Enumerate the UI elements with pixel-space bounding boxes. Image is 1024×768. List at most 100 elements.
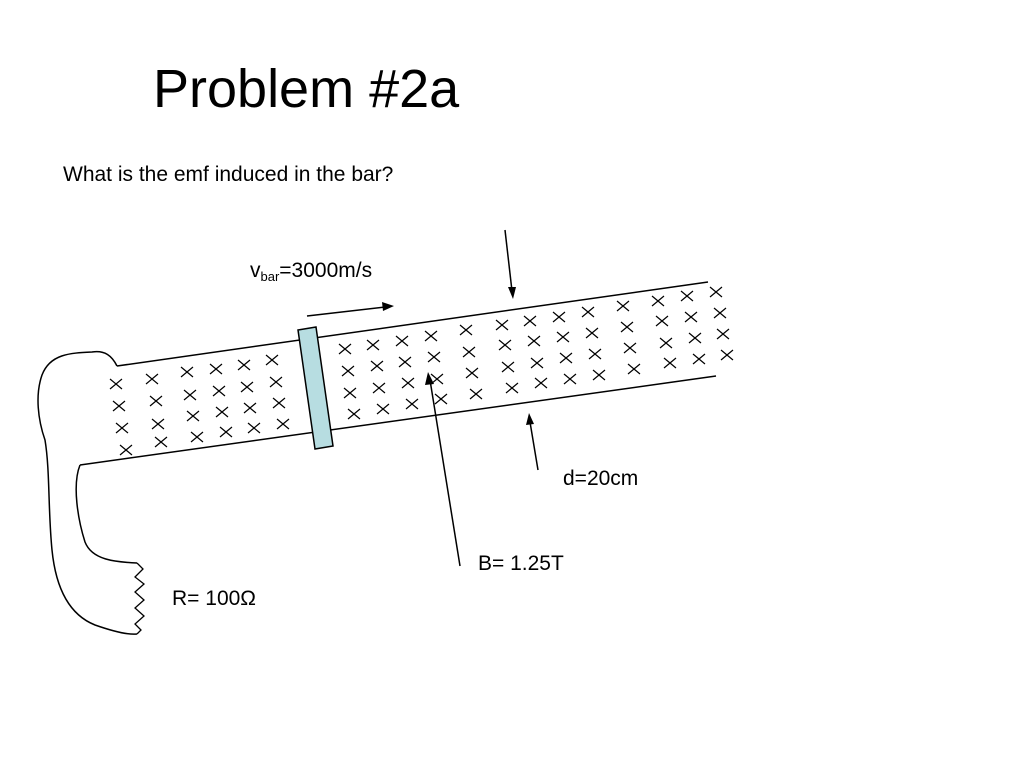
field-x-icon: [716, 328, 730, 340]
field-x-icon: [684, 311, 698, 323]
field-x-icon: [215, 406, 229, 418]
moving-bar: [297, 326, 334, 450]
field-x-icon: [501, 361, 515, 373]
field-x-icon: [459, 324, 473, 336]
field-x-icon: [376, 403, 390, 415]
field-x-icon: [347, 408, 361, 420]
field-x-icon: [692, 353, 706, 365]
field-x-icon: [269, 376, 283, 388]
field-x-icon: [430, 373, 444, 385]
field-x-icon: [151, 418, 165, 430]
field-x-icon: [247, 422, 261, 434]
velocity-value: =3000m/s: [279, 259, 373, 282]
field-x-icon: [183, 389, 197, 401]
field-x-icon: [401, 377, 415, 389]
resistance-label: R= 100Ω: [172, 587, 256, 610]
field-x-icon: [338, 343, 352, 355]
velocity-subscript: bar: [260, 269, 280, 284]
field-x-icon: [115, 422, 129, 434]
field-x-icon: [588, 348, 602, 360]
field-x-icon: [530, 357, 544, 369]
field-x-icon: [620, 321, 634, 333]
field-x-icon: [149, 395, 163, 407]
field-x-icon: [523, 315, 537, 327]
field-x-icon: [688, 332, 702, 344]
field-x-icon: [190, 431, 204, 443]
field-x-icon: [366, 339, 380, 351]
field-x-icon: [395, 335, 409, 347]
field-x-icon: [427, 351, 441, 363]
separation-arrow: [529, 421, 539, 471]
field-x-icon: [112, 400, 126, 412]
slide-title: Problem #2a: [153, 59, 460, 119]
separation-arrowhead: [526, 413, 534, 425]
field-x-icon: [527, 335, 541, 347]
upper-rail: [116, 281, 709, 367]
field-x-icon: [272, 397, 286, 409]
field-x-icon: [498, 339, 512, 351]
field-x-icon: [145, 373, 159, 385]
resistor: [134, 562, 146, 635]
field-x-icon: [343, 387, 357, 399]
field-x-icon: [240, 381, 254, 393]
velocity-arrow: [306, 306, 386, 317]
wire-inner: [75, 464, 138, 564]
velocity-symbol: v: [250, 259, 261, 282]
field-x-icon: [592, 369, 606, 381]
field-x-icon: [495, 319, 509, 331]
field-x-icon: [556, 331, 570, 343]
lower-rail: [79, 375, 717, 466]
field-x-icon: [370, 360, 384, 372]
field-x-icon: [465, 367, 479, 379]
field-x-icon: [552, 311, 566, 323]
field-x-icon: [616, 300, 630, 312]
field-x-icon: [651, 295, 665, 307]
field-x-icon: [709, 286, 723, 298]
separation-label: d=20cm: [563, 467, 639, 490]
field-arrowhead: [425, 372, 434, 385]
field-x-icon: [563, 373, 577, 385]
field-x-icon: [154, 436, 168, 448]
field-x-icon: [180, 366, 194, 378]
field-x-icon: [186, 410, 200, 422]
field-x-icon: [659, 337, 673, 349]
field-x-icon: [237, 359, 251, 371]
field-x-icon: [434, 393, 448, 405]
field-x-icon: [405, 398, 419, 410]
field-x-icon: [713, 307, 727, 319]
field-x-icon: [623, 342, 637, 354]
field-x-icon: [627, 363, 641, 375]
field-x-icon: [581, 306, 595, 318]
field-x-icon: [372, 382, 386, 394]
field-x-icon: [720, 349, 734, 361]
field-x-icon: [559, 352, 573, 364]
field-x-icon: [424, 330, 438, 342]
field-x-icon: [462, 346, 476, 358]
field-x-icon: [219, 426, 233, 438]
field-x-icon: [109, 378, 123, 390]
rail-pointer-arrowhead: [508, 287, 516, 299]
field-x-icon: [398, 356, 412, 368]
field-x-icon: [469, 388, 483, 400]
rail-pointer-arrow: [504, 229, 513, 292]
field-x-icon: [209, 363, 223, 375]
question-text: What is the emf induced in the bar?: [63, 163, 394, 186]
magnetic-field-marks: [109, 286, 734, 456]
field-x-icon: [212, 385, 226, 397]
field-x-icon: [265, 354, 279, 366]
field-label: B= 1.25T: [478, 552, 564, 575]
field-x-icon: [663, 357, 677, 369]
field-x-icon: [505, 382, 519, 394]
field-x-icon: [276, 418, 290, 430]
field-x-icon: [680, 290, 694, 302]
field-x-icon: [534, 377, 548, 389]
field-x-icon: [119, 444, 133, 456]
velocity-arrowhead: [382, 302, 394, 311]
wire-outer: [37, 350, 138, 635]
field-x-icon: [655, 315, 669, 327]
velocity-label: vbar=3000m/s: [250, 259, 373, 284]
field-x-icon: [341, 365, 355, 377]
field-x-icon: [243, 402, 257, 414]
field-x-icon: [585, 327, 599, 339]
